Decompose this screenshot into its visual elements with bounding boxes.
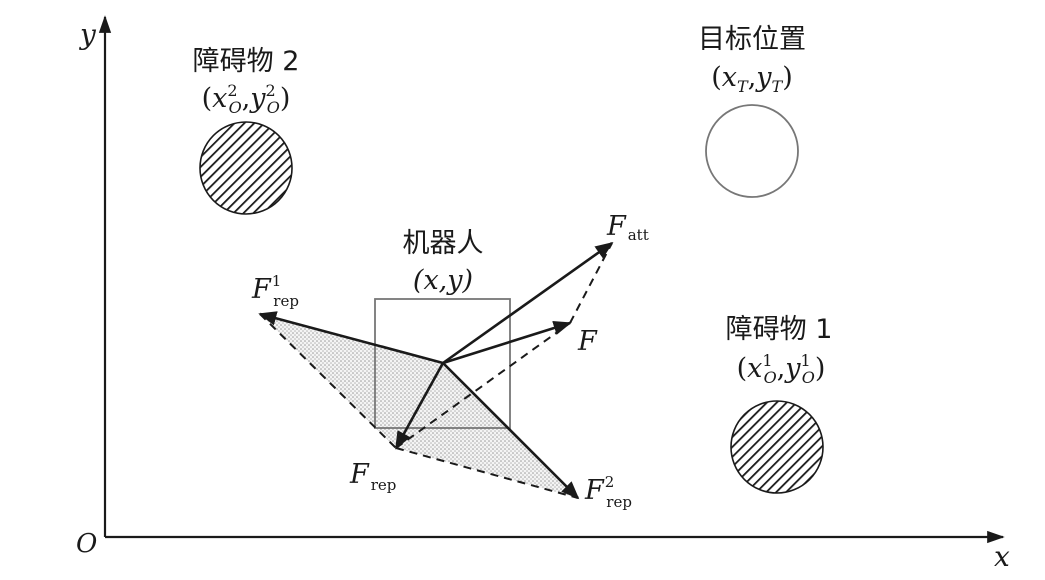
force-vectors <box>258 241 614 500</box>
robot-label: 机器人 (x,y) <box>403 228 484 296</box>
label-f-total: F <box>577 326 598 357</box>
vector-f-total <box>442 320 572 365</box>
robot-box <box>374 298 511 429</box>
target-coords: (xT,yT) <box>711 62 793 96</box>
obstacle-2-title: 障碍物 2 <box>193 46 300 77</box>
obstacle-2-circle <box>199 121 293 215</box>
origin-label: O <box>76 529 97 559</box>
dash-frep-to-rep2 <box>395 447 579 499</box>
target-circle <box>705 104 799 198</box>
vector-f-rep <box>394 362 445 450</box>
obstacle-1-title: 障碍物 1 <box>726 314 833 345</box>
obstacle-1-circle <box>730 400 824 494</box>
dash-f-to-fatt <box>569 242 613 324</box>
vector-f-att <box>442 241 614 365</box>
axes: O x y <box>76 15 1010 573</box>
dash-rep1-to-frep <box>259 313 397 449</box>
dash-frep-to-f <box>395 322 571 449</box>
x-axis-label: x <box>994 540 1010 573</box>
target-label: 目标位置 (xT,yT) <box>698 24 806 96</box>
robot-coords: (x,y) <box>413 265 473 296</box>
y-axis-label: y <box>78 18 97 51</box>
vector-f-rep1 <box>258 311 444 365</box>
target-title: 目标位置 <box>698 24 806 55</box>
robot-title: 机器人 <box>403 228 484 259</box>
vector-f-rep2 <box>442 362 580 500</box>
